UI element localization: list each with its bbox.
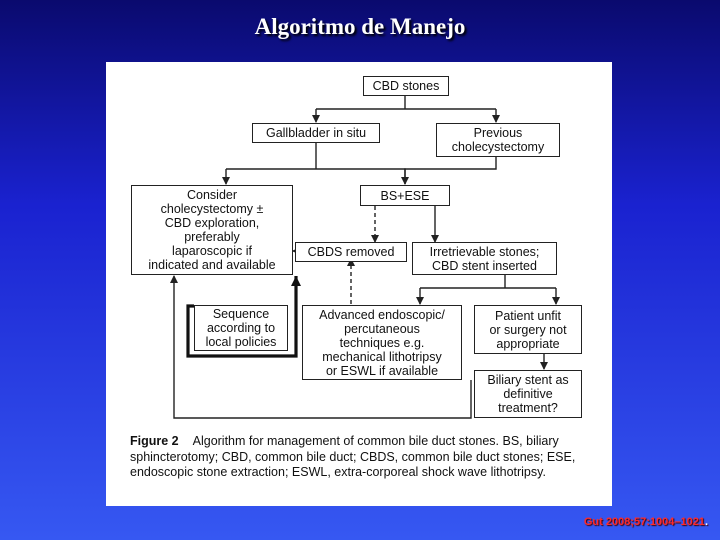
node-sequence-local-policies: Sequence according to local policies [194,305,288,351]
feedback-loop [170,275,472,419]
node-bs-ese: BS+ESE [360,185,450,206]
connector-cbd-split [316,96,496,110]
node-patient-unfit: Patient unfit or surgery not appropriate [474,305,582,354]
node-advanced-techniques: Advanced endoscopic/ percutaneous techni… [302,305,462,380]
node-cbd-stones: CBD stones [363,76,449,96]
citation: Gut 2008;57:1004–1021. [584,516,708,528]
node-biliary-stent: Biliary stent as definitive treatment? [474,370,582,418]
node-gallbladder-in-situ: Gallbladder in situ [252,123,380,143]
caption-label: Figure 2 [130,434,179,448]
slide-title: Algoritmo de Manejo [254,14,466,39]
arrow-gallbladder-to-bsese [376,168,406,184]
node-irretrievable-stones: Irretrievable stones; CBD stent inserted [412,242,557,275]
node-previous-cholecystectomy: Previous cholecystectomy [436,123,560,157]
node-consider-cholecystectomy: Consider cholecystectomy ± CBD explorati… [131,185,293,275]
arrow-previous-to-bsese [401,157,497,185]
citation-text: Gut 2008;57:1004–1021 [583,516,705,528]
flowchart-figure: CBD stones Gallbladder in situ Previous … [106,62,612,506]
sequence-bracket [186,276,298,358]
caption-text: Algorithm for management of common bile … [130,434,576,479]
node-cbds-removed: CBDS removed [295,242,407,262]
flowchart-connectors [170,96,560,419]
connector-gallbladder-down [226,143,376,170]
sequence-bracket-arrow [291,276,301,286]
connector-irretrievable-split [420,275,556,289]
citation-suffix: . [704,516,708,528]
